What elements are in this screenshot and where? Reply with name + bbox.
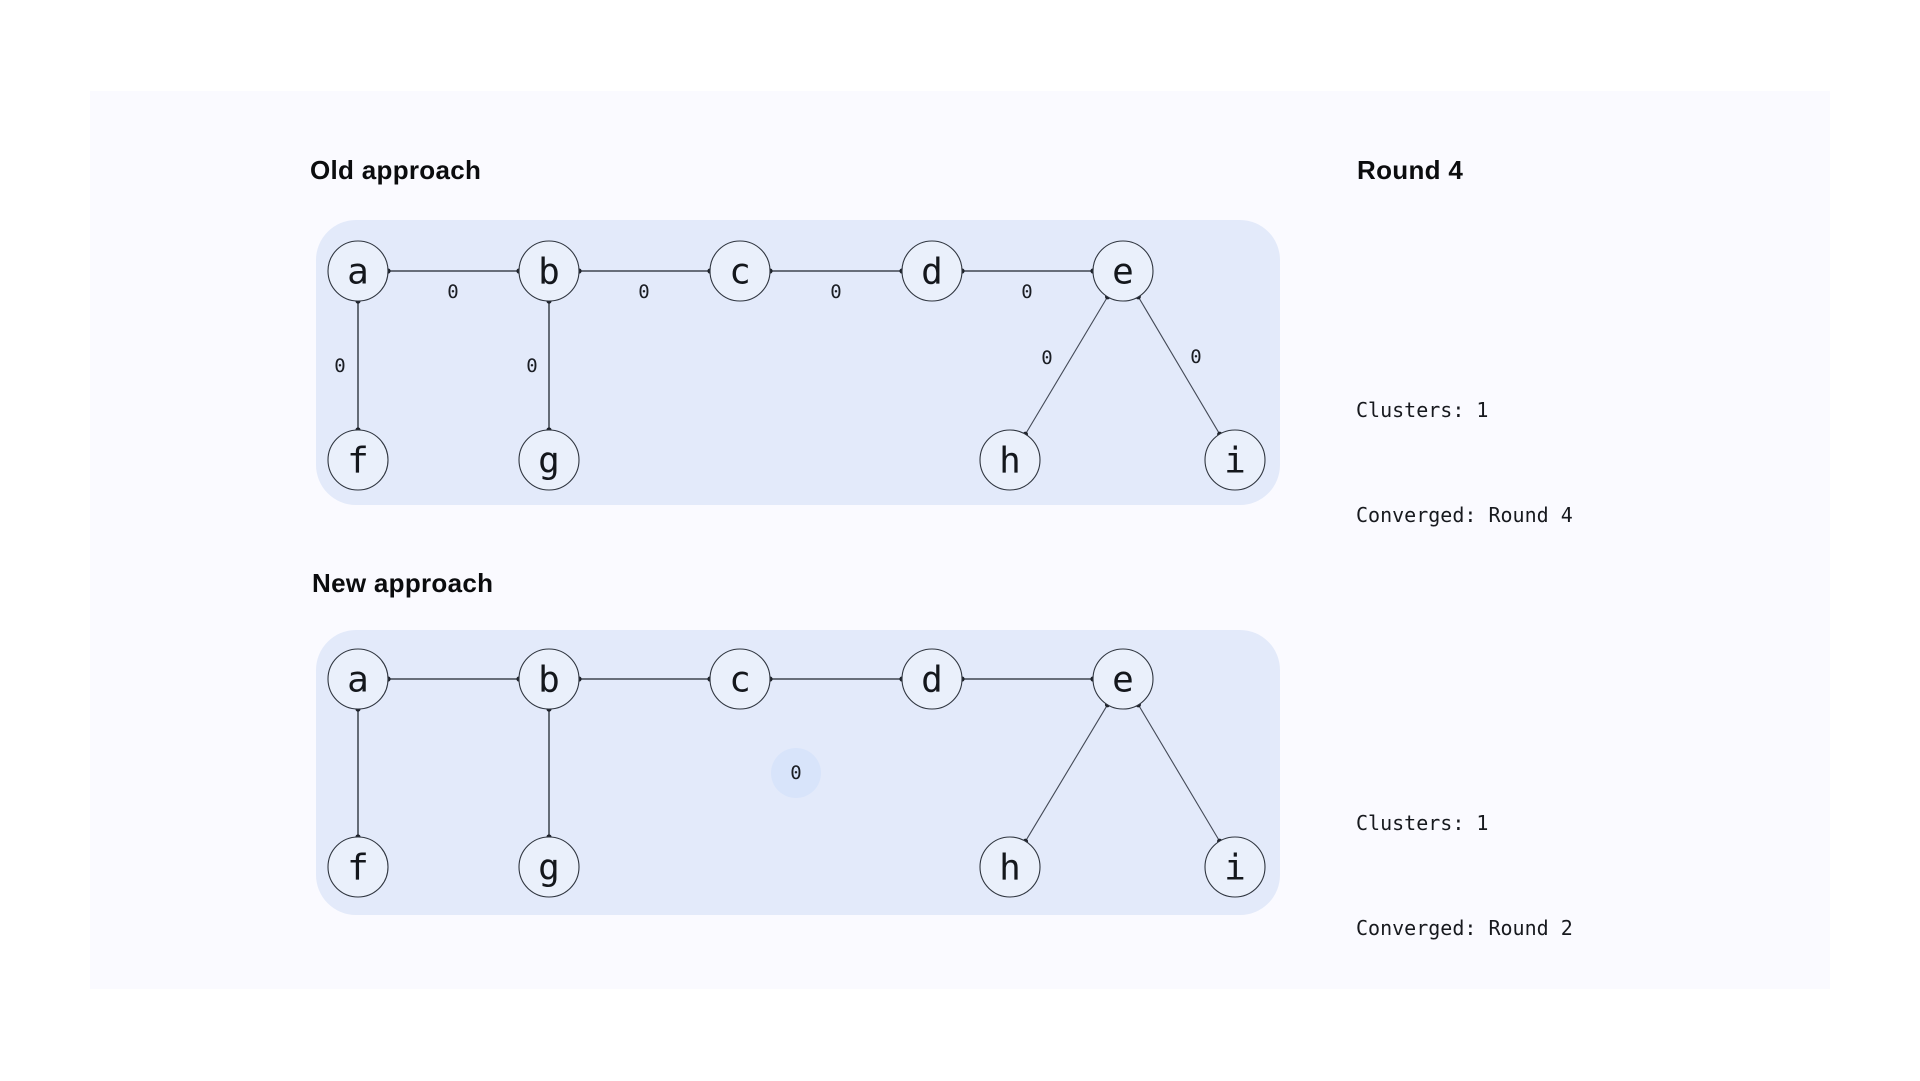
- edge-label-b-g: 0: [526, 355, 537, 377]
- edge-e-i: [1137, 296, 1221, 435]
- node-label-d: d: [921, 252, 943, 293]
- node-label-f: f: [347, 848, 369, 889]
- node-c: [709, 240, 771, 302]
- edge-label-a-b: 0: [447, 281, 458, 303]
- node-label-g: g: [538, 441, 560, 482]
- node-f: [327, 429, 389, 491]
- node-label-a: a: [347, 660, 369, 701]
- merged-edge-badge: [771, 748, 821, 798]
- node-label-e: e: [1112, 252, 1134, 293]
- edge-label-a-f: 0: [334, 355, 345, 377]
- old-approach-stats: Clusters: 1 Converged: Round 4: [1356, 323, 1573, 603]
- merged-edge-badge-label: 0: [790, 762, 801, 784]
- node-label-g: g: [538, 848, 560, 889]
- node-label-a: a: [347, 252, 369, 293]
- edge-label-d-e: 0: [1021, 281, 1032, 303]
- new-approach-stats: Clusters: 1 Converged: Round 2: [1356, 736, 1573, 1016]
- node-label-i: i: [1224, 848, 1246, 889]
- edge-label-b-c: 0: [638, 281, 649, 303]
- node-label-c: c: [729, 252, 751, 293]
- node-h: [979, 429, 1041, 491]
- node-label-c: c: [729, 660, 751, 701]
- node-e: [1092, 240, 1154, 302]
- new-converged-stat: Converged: Round 2: [1356, 916, 1573, 940]
- new-approach-heading: New approach: [312, 568, 494, 598]
- edge-e-i: [1137, 704, 1221, 842]
- round-heading: Round 4: [1357, 155, 1464, 185]
- node-label-b: b: [538, 252, 560, 293]
- node-g: [518, 836, 580, 898]
- node-b: [518, 240, 580, 302]
- node-h: [979, 836, 1041, 898]
- edge-label-e-i: 0: [1190, 346, 1201, 368]
- node-label-e: e: [1112, 660, 1134, 701]
- node-label-b: b: [538, 660, 560, 701]
- edge-e-h: [1024, 296, 1109, 435]
- edge-label-c-d: 0: [830, 281, 841, 303]
- old-approach-graph-panel: 0 0 0 0 0 0 0 0 a b c d e f g h i: [316, 220, 1280, 505]
- node-label-f: f: [347, 441, 369, 482]
- new-approach-graph-panel: 0 a b c d e f g h i: [316, 630, 1280, 915]
- old-approach-heading: Old approach: [310, 155, 482, 185]
- node-label-h: h: [999, 441, 1021, 482]
- node-a: [327, 240, 389, 302]
- edge-e-h: [1024, 704, 1109, 842]
- old-clusters-stat: Clusters: 1: [1356, 398, 1489, 422]
- new-clusters-stat: Clusters: 1: [1356, 811, 1489, 835]
- node-label-i: i: [1224, 441, 1246, 482]
- node-d: [901, 648, 963, 710]
- node-f: [327, 836, 389, 898]
- node-c: [709, 648, 771, 710]
- node-i: [1204, 429, 1266, 491]
- node-i: [1204, 836, 1266, 898]
- content-surface: Old approach Round 4 0 0 0 0 0 0 0 0 a b c d e f g h i C…: [90, 91, 1830, 989]
- node-e: [1092, 648, 1154, 710]
- node-label-d: d: [921, 660, 943, 701]
- edge-label-e-h: 0: [1041, 347, 1052, 369]
- node-d: [901, 240, 963, 302]
- node-a: [327, 648, 389, 710]
- node-label-h: h: [999, 848, 1021, 889]
- node-b: [518, 648, 580, 710]
- old-converged-stat: Converged: Round 4: [1356, 503, 1573, 527]
- node-g: [518, 429, 580, 491]
